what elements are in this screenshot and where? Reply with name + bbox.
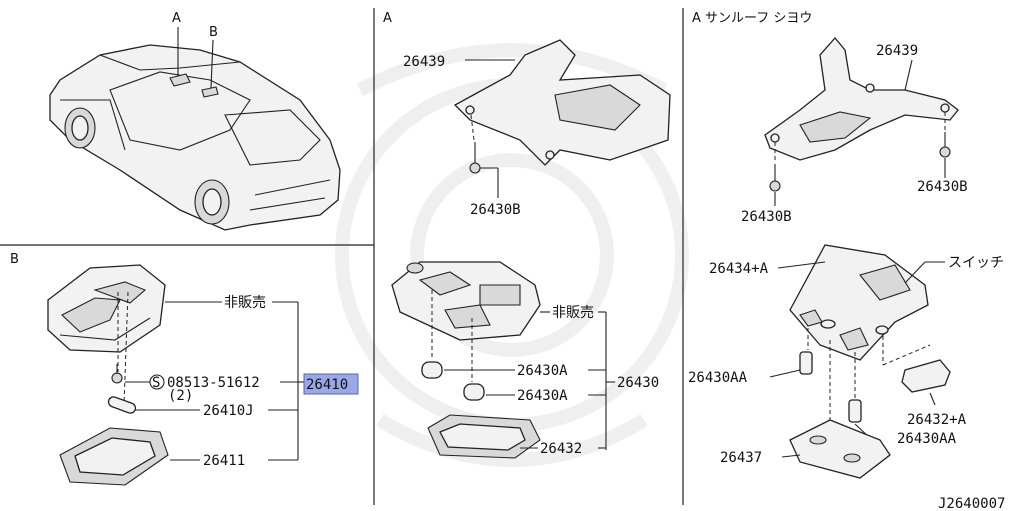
sunroof-screw-left [769, 164, 781, 192]
car-label-b: B [209, 25, 218, 40]
car-illustration [49, 27, 341, 231]
section-a-bracket [453, 39, 671, 166]
section-b-bulb [107, 396, 137, 414]
section-a-bulb-1 [421, 361, 443, 379]
sunroof-switch-label: スイッチ [948, 255, 1004, 271]
sunroof-bracket [764, 37, 959, 161]
section-a-screw [469, 142, 481, 174]
b-lamp-assy-part-number[interactable]: 26410 [306, 377, 348, 393]
b-lamp-assy-highlight[interactable] [303, 373, 359, 395]
a-bulb-1-part-number: 26430A [517, 363, 568, 379]
sunroof-bulb-right [848, 399, 862, 423]
sunroof-lens-part-number: 26437 [720, 450, 762, 466]
b-lens-part-number: 26411 [203, 453, 245, 469]
a-lens-part-number: 26432 [540, 441, 582, 457]
section-b-title: B [10, 252, 19, 267]
sunroof-bulb-right-part-number: 26430AA [897, 431, 957, 447]
b-screw-part-number: 08513-51612 [167, 375, 260, 391]
sunroof-switch-cover [901, 359, 951, 393]
sunroof-bulb-left [799, 351, 813, 375]
b-not-for-sale-label: 非販売 [224, 295, 266, 311]
sunroof-lens [789, 419, 891, 479]
a-screw-part-number: 26430B [470, 202, 521, 218]
sunroof-bracket-part-number: 26439 [876, 43, 918, 59]
sunroof-housing-part-number: 26434+A [709, 261, 769, 277]
section-b-lamp-housing [47, 264, 166, 353]
sunroof-lamp-housing [789, 244, 929, 361]
section-a-title: A [383, 11, 392, 26]
screw-s-glyph: S [152, 375, 160, 391]
b-bulb-part-number: 26410J [203, 403, 254, 419]
sunroof-screw-left-part-number: 26430B [741, 209, 792, 225]
a-not-for-sale-label: 非販売 [552, 305, 594, 321]
a-lamp-assy-part-number: 26430 [617, 375, 659, 391]
sunroof-screw-right [939, 132, 951, 158]
sunroof-cover-part-number: 26432+A [907, 412, 967, 428]
b-screw-quantity: (2) [168, 388, 193, 404]
section-a-lens [427, 414, 541, 459]
a-bulb-2-part-number: 26430A [517, 388, 568, 404]
section-b-screw [111, 364, 123, 384]
section-b-lens [59, 427, 169, 486]
car-label-a: A [172, 11, 181, 26]
sunroof-screw-right-part-number: 26430B [917, 179, 968, 195]
section-a-sunroof-title: A サンルーフ シヨウ [692, 11, 812, 26]
screw-symbol-s [149, 374, 165, 390]
sunroof-bulb-left-part-number: 26430AA [688, 370, 748, 386]
diagram-code: J2640007 [938, 496, 1005, 511]
section-a-lamp-housing [391, 261, 541, 341]
section-a-bulb-2 [463, 383, 485, 401]
a-bracket-part-number: 26439 [403, 54, 445, 70]
